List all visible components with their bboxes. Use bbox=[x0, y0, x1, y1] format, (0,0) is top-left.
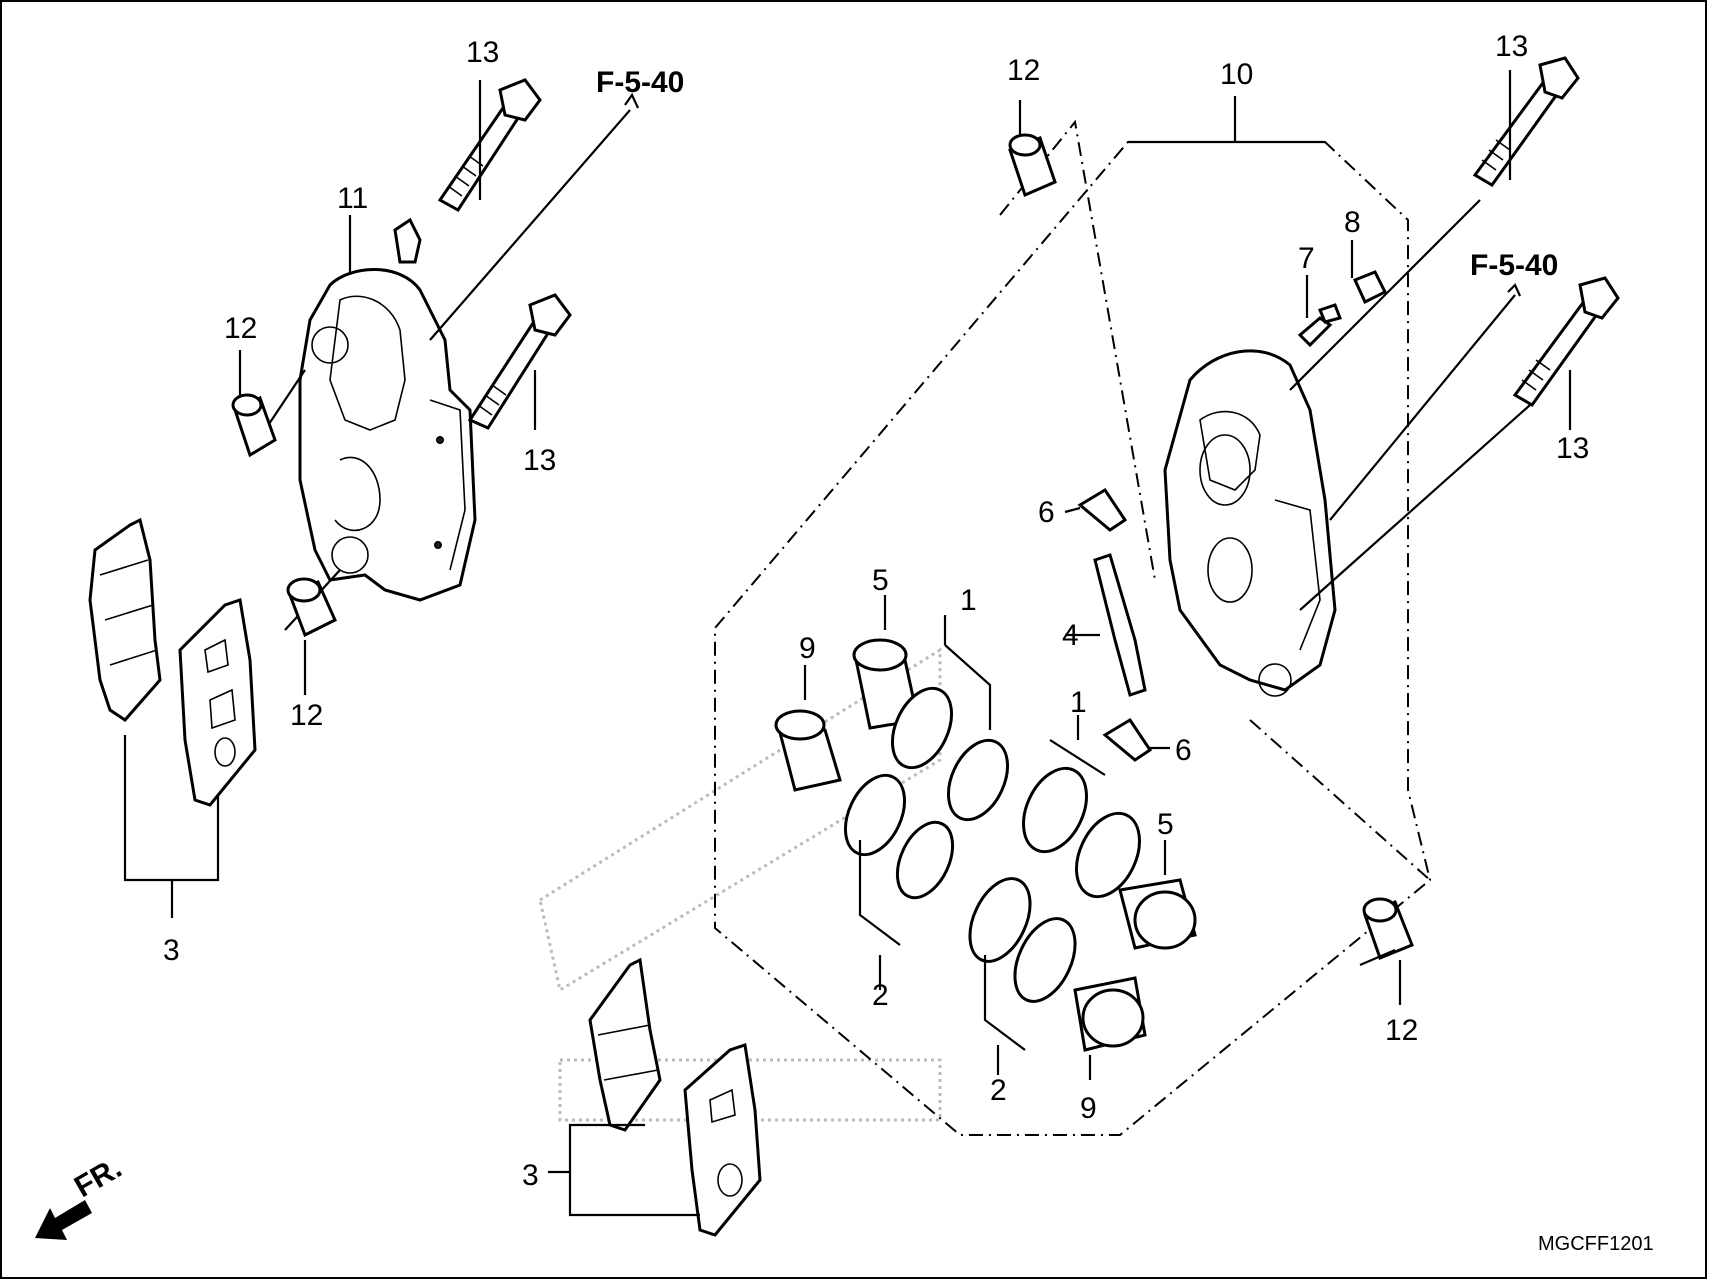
label-4: 4 bbox=[1062, 619, 1079, 652]
label-10: 10 bbox=[1220, 58, 1253, 91]
right-bushing-lower bbox=[1362, 897, 1414, 960]
watermark bbox=[538, 647, 942, 1122]
label-11: 11 bbox=[337, 182, 368, 215]
piston-5-right bbox=[1118, 878, 1197, 950]
bleeder-cap bbox=[1352, 270, 1388, 305]
right-bushing-upper bbox=[1008, 133, 1057, 198]
label-8: 8 bbox=[1344, 206, 1361, 239]
front-arrow-icon bbox=[35, 1200, 92, 1240]
label-13-d: 13 bbox=[1556, 432, 1589, 465]
diagram-code: MGCFF1201 bbox=[1538, 1233, 1654, 1255]
label-3-a: 3 bbox=[163, 934, 180, 967]
right-caliper-body bbox=[1163, 349, 1337, 697]
left-brake-pad-back bbox=[88, 517, 162, 722]
left-caliper-body bbox=[298, 217, 477, 602]
front-label: FR. bbox=[69, 1151, 127, 1204]
label-2-a: 2 bbox=[872, 979, 889, 1012]
label-9-a: 9 bbox=[799, 632, 816, 665]
label-1-b: 1 bbox=[1070, 686, 1087, 719]
ref-right: F-5-40 bbox=[1470, 249, 1558, 282]
pad-clip-lower bbox=[1102, 717, 1153, 762]
bleeder-screw bbox=[1297, 303, 1342, 348]
label-1-a: 1 bbox=[960, 584, 977, 617]
label-13-b: 13 bbox=[523, 444, 556, 477]
label-13-c: 13 bbox=[1495, 30, 1528, 63]
label-12-d: 12 bbox=[1385, 1014, 1418, 1047]
piston-9-right bbox=[1073, 976, 1147, 1052]
label-12-a: 12 bbox=[224, 312, 257, 345]
label-6-a: 6 bbox=[1038, 496, 1055, 529]
label-5-b: 5 bbox=[1157, 808, 1174, 841]
piston-9-left bbox=[774, 709, 842, 792]
label-2-b: 2 bbox=[990, 1074, 1007, 1107]
piston-seals bbox=[843, 686, 1141, 1003]
label-7: 7 bbox=[1298, 242, 1315, 275]
label-13-a: 13 bbox=[466, 36, 499, 69]
right-brake-pad-back bbox=[588, 957, 662, 1132]
pad-clip-upper bbox=[1077, 487, 1128, 532]
left-brake-pad-front bbox=[178, 598, 257, 807]
left-upper-bolt bbox=[437, 78, 542, 212]
label-3-b: 3 bbox=[522, 1159, 539, 1192]
label-5-a: 5 bbox=[872, 564, 889, 597]
right-brake-pad-front bbox=[683, 1043, 762, 1237]
right-upper-bolt bbox=[1472, 56, 1580, 187]
label-9-b: 9 bbox=[1080, 1092, 1097, 1125]
left-bushing-lower bbox=[286, 577, 337, 638]
label-6-b: 6 bbox=[1175, 734, 1192, 767]
pad-spring bbox=[1093, 553, 1147, 697]
label-12-c: 12 bbox=[1007, 54, 1040, 87]
left-bushing-upper bbox=[231, 393, 277, 458]
label-12-b: 12 bbox=[290, 699, 323, 732]
right-lower-bolt bbox=[1512, 276, 1620, 407]
ref-left: F-5-40 bbox=[596, 66, 684, 99]
left-lower-bolt bbox=[467, 293, 572, 430]
